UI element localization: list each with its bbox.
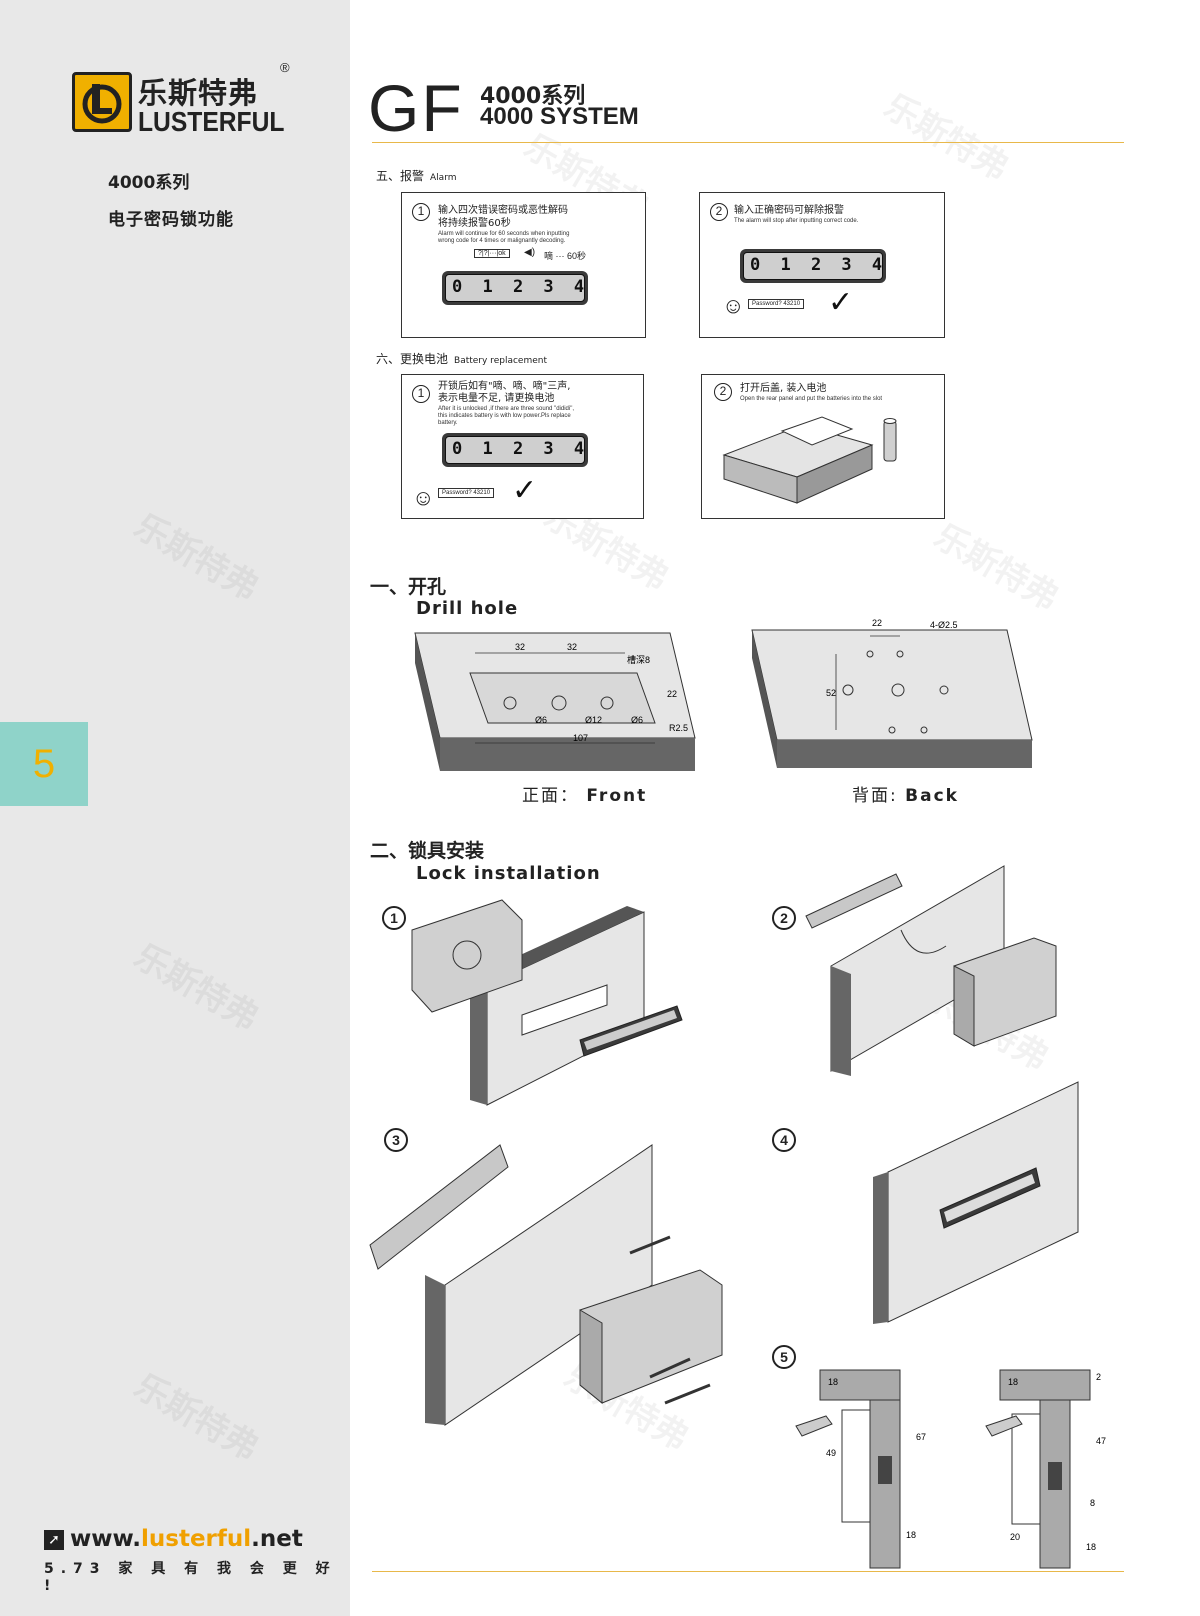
instruction-en: The alarm will stop after inputting corr… xyxy=(734,218,859,224)
keypad-display: 0 1 2 3 4 ok xyxy=(442,433,588,467)
svg-text:107: 107 xyxy=(573,733,588,743)
svg-text:Ø6: Ø6 xyxy=(631,715,643,725)
svg-text:18: 18 xyxy=(828,1377,838,1387)
svg-text:R2.5: R2.5 xyxy=(669,723,688,733)
speaker-icon: ◀) xyxy=(524,247,536,258)
svg-text:8: 8 xyxy=(1090,1498,1095,1508)
watermark: 乐斯特弗 xyxy=(877,86,1016,189)
svg-text:47: 47 xyxy=(1096,1436,1106,1446)
install-step2-illustration xyxy=(805,865,1057,1076)
install-step-2: 2 xyxy=(772,906,796,930)
step-number: 1 xyxy=(412,385,430,403)
checkmark-icon: ✓ xyxy=(828,286,854,319)
alarm-step1-panel: 1 输入四次错误密码或恶性解码 将持续报警60秒 Alarm will cont… xyxy=(401,192,646,338)
sidebar: 乐斯特弗 LUSTERFUL ® 4000系列 电子密码锁功能 5 ➚www.l… xyxy=(0,0,350,1616)
checkmark-icon: ✓ xyxy=(512,474,538,507)
brand-name-cn: 乐斯特弗 xyxy=(138,76,259,110)
page-slogan: 5.73 家 具 有 我 会 更 好 ! xyxy=(44,1561,337,1594)
step-number: 2 xyxy=(710,203,728,221)
function-label: 电子密码锁功能 xyxy=(108,210,234,230)
install-step5-dimension-drawing: 18 67 49 18 18 2 47 8 20 18 xyxy=(795,1369,1106,1569)
series-title-cn: 4000系列 xyxy=(480,84,586,109)
drill-back-diagram: 22 4-Ø2.5 52 xyxy=(751,618,1033,768)
svg-text:2: 2 xyxy=(1096,1372,1101,1382)
mini-keypad: ?|?|···|ok xyxy=(474,249,510,258)
svg-text:22: 22 xyxy=(667,689,677,699)
instruction-cn: 开锁后如有"嘀、嘀、嘀"三声, xyxy=(438,381,571,392)
beep-duration: 嘀 ··· 60秒 xyxy=(544,251,587,261)
svg-text:32: 32 xyxy=(567,642,577,652)
instruction-cn: 打开后盖, 装入电池 xyxy=(740,383,827,394)
svg-text:20: 20 xyxy=(1010,1532,1020,1542)
svg-text:4-Ø2.5: 4-Ø2.5 xyxy=(930,620,958,630)
instruction-cn: 将持续报警60秒 xyxy=(438,218,511,229)
front-caption: 正面： Front xyxy=(522,786,648,806)
header-divider xyxy=(372,142,1124,143)
svg-text:67: 67 xyxy=(916,1432,926,1442)
battery-step2-panel: 2 打开后盖, 装入电池 Open the rear panel and put… xyxy=(701,374,945,519)
install-step-5: 5 xyxy=(772,1345,796,1369)
instruction-en: battery. xyxy=(438,420,458,426)
install-heading-en: Lock installation xyxy=(416,863,601,884)
step-number: 1 xyxy=(412,203,430,221)
product-code: GF xyxy=(368,71,464,145)
chapter-tab[interactable]: 5 xyxy=(0,722,88,806)
drill-heading-en: Drill hole xyxy=(416,598,519,619)
instruction-en: Open the rear panel and put the batterie… xyxy=(740,396,883,402)
drill-front-diagram: 32 32 槽深8 22 Ø6 Ø12 Ø6 R2.5 107 xyxy=(414,632,696,771)
instruction-en: After it is unlocked ,if there are three… xyxy=(438,406,574,412)
install-step-4: 4 xyxy=(772,1128,796,1152)
svg-text:22: 22 xyxy=(872,618,882,628)
keypad-display: 0 1 2 3 4 ok xyxy=(442,271,588,305)
install-step4-illustration xyxy=(873,1081,1079,1324)
brand-name-en: LUSTERFUL xyxy=(138,106,285,137)
logo-mark-icon xyxy=(72,72,132,132)
alarm-step2-panel: 2 输入正确密码可解除报警 The alarm will stop after … xyxy=(699,192,945,338)
keypad-display: 0 1 2 3 4 ok xyxy=(740,249,886,283)
password-bubble: Password? 43210 xyxy=(438,488,495,498)
svg-text:49: 49 xyxy=(826,1448,836,1458)
footer-divider xyxy=(372,1571,1124,1572)
install-step3-illustration xyxy=(369,1144,723,1426)
svg-text:18: 18 xyxy=(1086,1542,1096,1552)
instruction-cn: 输入四次错误密码或恶性解码 xyxy=(438,205,568,216)
smiley-icon: ☺ xyxy=(412,485,435,510)
back-caption: 背面: Back xyxy=(852,786,959,806)
step-number: 2 xyxy=(714,383,732,401)
install-step-3: 3 xyxy=(384,1128,408,1152)
svg-text:52: 52 xyxy=(826,688,836,698)
password-bubble: Password? 43210 xyxy=(748,299,805,309)
install-heading-cn: 二、锁具安装 xyxy=(370,840,485,862)
battery-box-illustration xyxy=(722,416,897,504)
svg-text:Ø12: Ø12 xyxy=(585,715,602,725)
install-step1-illustration xyxy=(411,899,683,1106)
smiley-icon: ☺ xyxy=(722,293,745,318)
instruction-en: Alarm will continue for 60 seconds when … xyxy=(438,231,570,237)
brand-logo: 乐斯特弗 LUSTERFUL ® xyxy=(72,60,290,138)
install-step-1: 1 xyxy=(382,906,406,930)
instruction-en: this indicates battery is with low power… xyxy=(438,413,571,419)
instruction-en: wrong code for 4 times or malignantly de… xyxy=(438,238,566,244)
series-label: 4000系列 xyxy=(108,173,190,193)
battery-step1-panel: 1 开锁后如有"嘀、嘀、嘀"三声, 表示电量不足, 请更换电池 After it… xyxy=(401,374,644,519)
series-title-en: 4000 SYSTEM xyxy=(480,103,639,130)
svg-text:18: 18 xyxy=(906,1530,916,1540)
watermark: 乐斯特弗 xyxy=(927,516,1066,619)
instruction-cn: 输入正确密码可解除报警 xyxy=(734,205,844,216)
svg-text:Ø6: Ø6 xyxy=(535,715,547,725)
website-link[interactable]: ➚www.lusterful.net xyxy=(44,1526,303,1552)
instruction-cn: 表示电量不足, 请更换电池 xyxy=(438,393,555,404)
svg-text:槽深8: 槽深8 xyxy=(627,654,650,665)
drill-heading-cn: 一、开孔 xyxy=(370,576,447,598)
svg-text:18: 18 xyxy=(1008,1377,1018,1387)
arrow-icon: ➚ xyxy=(44,1530,64,1550)
registered-mark: ® xyxy=(280,60,290,75)
svg-text:32: 32 xyxy=(515,642,525,652)
